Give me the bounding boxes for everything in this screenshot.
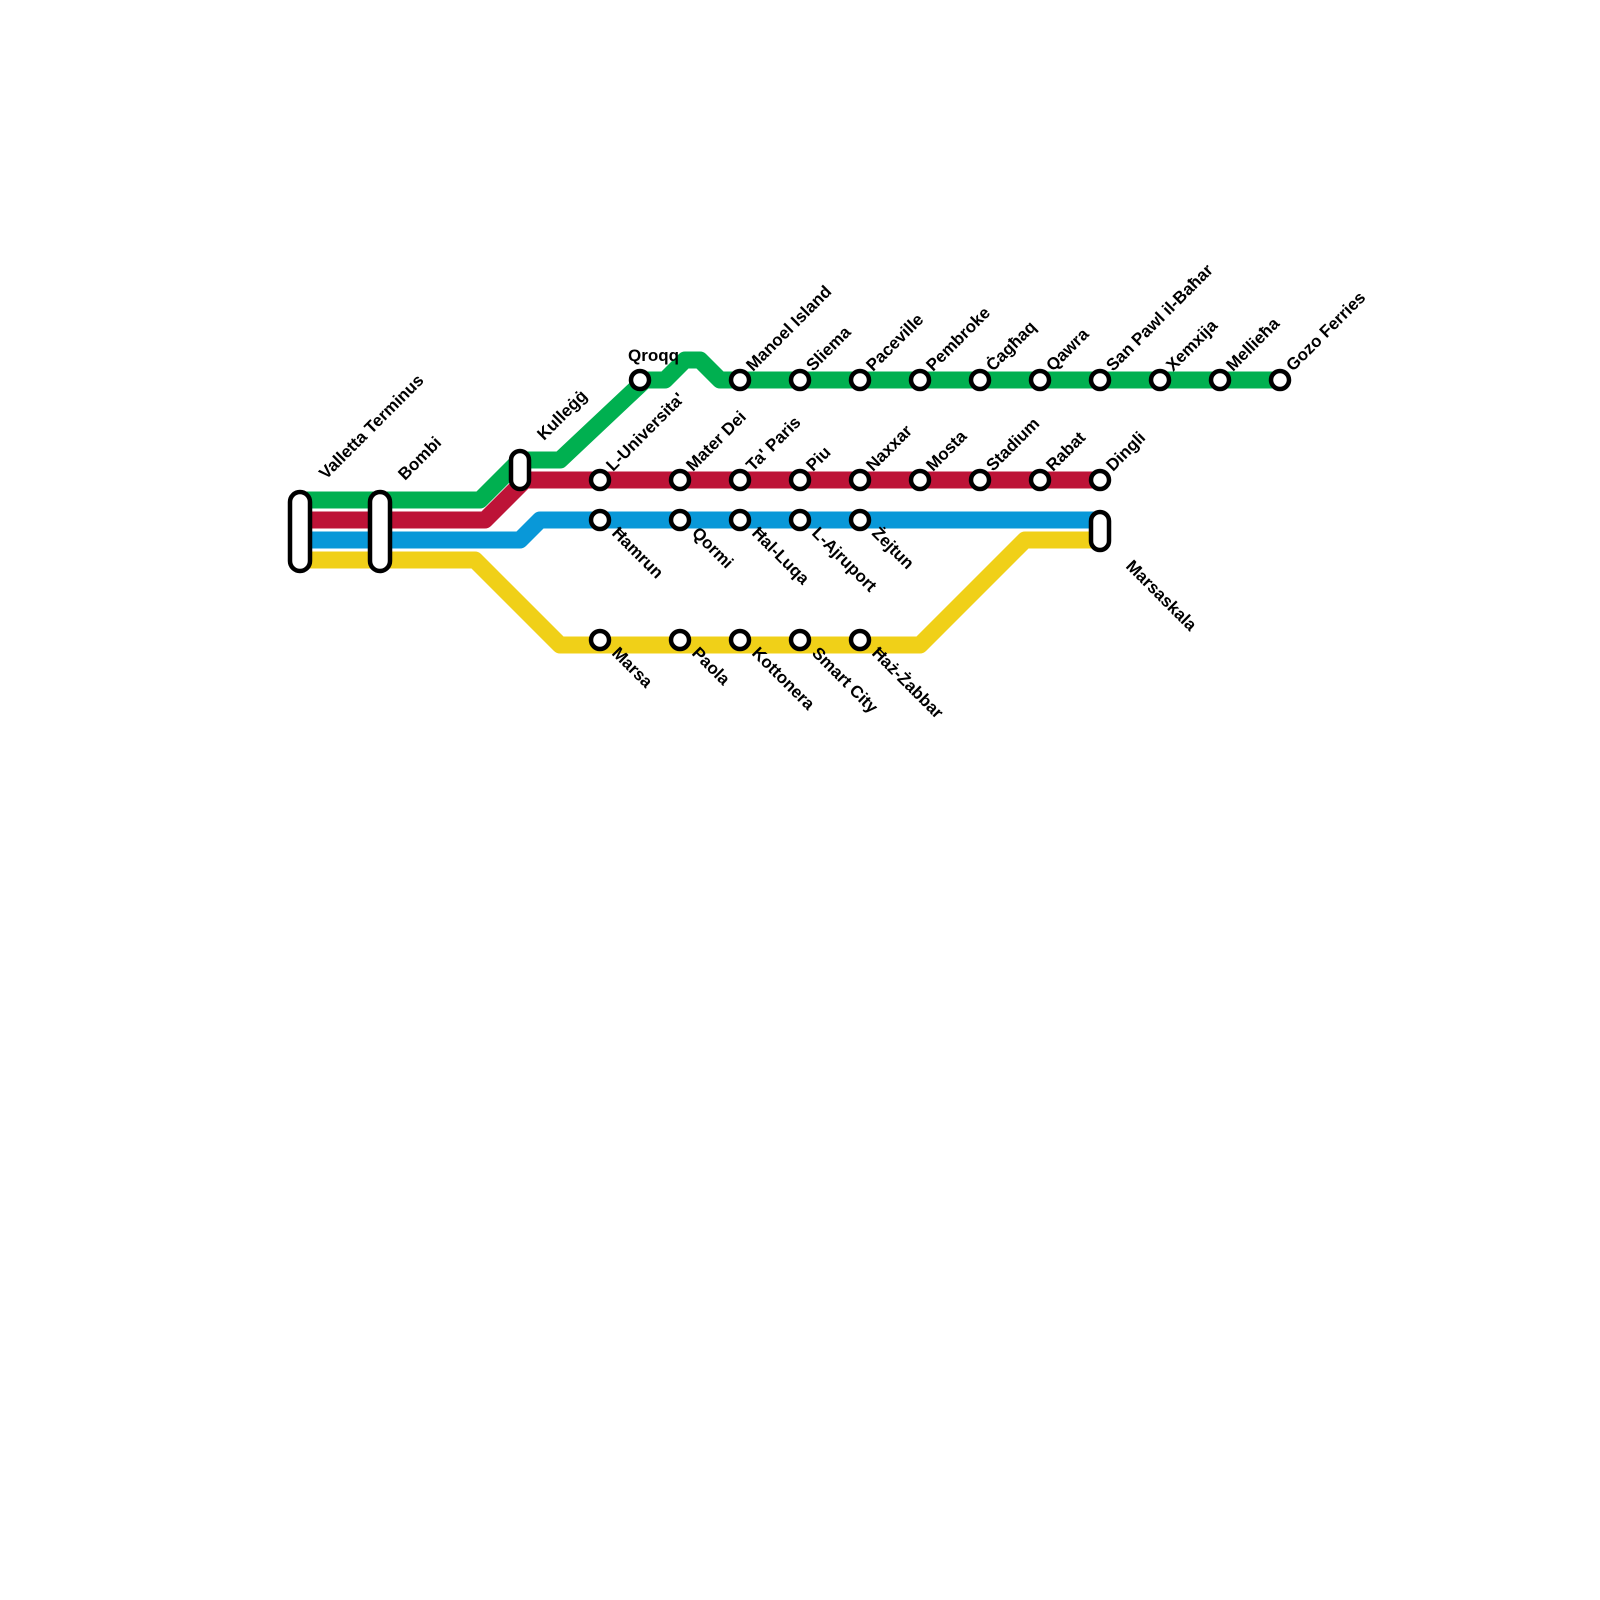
- station-dingli-label: Dingli: [1102, 428, 1149, 475]
- station-universita-stop[interactable]: [588, 468, 612, 492]
- station-haz-zabbar-label: Ħaż-Żabbar: [868, 643, 947, 722]
- station-ta-paris-label: Ta' Paris: [742, 413, 804, 475]
- station-mater-dei-label: Mater Dei: [682, 407, 750, 475]
- station-dingli-stop[interactable]: [1088, 468, 1112, 492]
- station-xemxija-stop[interactable]: [1148, 368, 1172, 392]
- station-mellieha-label: Mellieħa: [1222, 314, 1283, 375]
- station-pembroke-stop[interactable]: [908, 368, 932, 392]
- station-naxxar-label: Naxxar: [862, 421, 916, 475]
- station-pembroke-label: Pembroke: [922, 303, 994, 375]
- station-haz-zabbar-stop[interactable]: [848, 628, 872, 652]
- station-xemxija-label: Xemxija: [1162, 316, 1221, 375]
- station-paceville-label: Paceville: [862, 310, 927, 375]
- marsaskala-label: Marsaskala: [1122, 556, 1201, 635]
- station-kottonera-label: Kottonera: [748, 643, 819, 714]
- station-hal-luqa-stop[interactable]: [728, 508, 752, 532]
- station-qawra-stop[interactable]: [1028, 368, 1052, 392]
- station-hal-luqa-label: Ħal-Luqa: [748, 523, 813, 588]
- red-line-route: [300, 471, 1100, 529]
- station-gozo-ferries-label: Gozo Ferries: [1282, 288, 1369, 375]
- station-mosta-label: Mosta: [922, 426, 971, 475]
- station-ajruport-stop[interactable]: [788, 508, 812, 532]
- station-paceville-stop[interactable]: [848, 368, 872, 392]
- station-qawra-label: Qawra: [1042, 324, 1093, 375]
- blue-line-route: [300, 511, 1100, 549]
- station-zejtun-stop[interactable]: [848, 508, 872, 532]
- station-smart-city-stop[interactable]: [788, 628, 812, 652]
- marsaskala-interchange[interactable]: [1088, 509, 1112, 553]
- station-zejtun-label: Żejtun: [868, 523, 917, 572]
- yellow-line-route: [300, 531, 1100, 654]
- station-ta-paris-stop[interactable]: [728, 468, 752, 492]
- station-paola-stop[interactable]: [668, 628, 692, 652]
- valletta-terminus-interchange[interactable]: [287, 489, 313, 574]
- station-kottonera-stop[interactable]: [728, 628, 752, 652]
- station-qormi-label: Qormi: [688, 523, 737, 572]
- station-caghaq-stop[interactable]: [968, 368, 992, 392]
- kullegg-interchange[interactable]: [508, 448, 532, 492]
- station-stadium-stop[interactable]: [968, 468, 992, 492]
- station-hamrun-stop[interactable]: [588, 508, 612, 532]
- station-qormi-stop[interactable]: [668, 508, 692, 532]
- station-rabat-label: Rabat: [1042, 428, 1089, 475]
- station-qroqq-label: Qroqq: [628, 346, 679, 365]
- station-mellieha-stop[interactable]: [1208, 368, 1232, 392]
- station-mosta-stop[interactable]: [908, 468, 932, 492]
- station-sliema-stop[interactable]: [788, 368, 812, 392]
- station-gozo-ferries-stop[interactable]: [1268, 368, 1292, 392]
- station-caghaq-label: Ċagħaq: [982, 317, 1040, 375]
- station-naxxar-stop[interactable]: [848, 468, 872, 492]
- station-stadium-label: Stadium: [982, 414, 1043, 475]
- station-hamrun-label: Ħamrun: [608, 523, 667, 582]
- station-piu-stop[interactable]: [788, 468, 812, 492]
- station-san-pawl-stop[interactable]: [1088, 368, 1112, 392]
- station-rabat-stop[interactable]: [1028, 468, 1052, 492]
- station-manoel-island-stop[interactable]: [728, 368, 752, 392]
- station-sliema-label: Sliema: [802, 322, 855, 375]
- station-piu-label: Piu: [802, 443, 834, 475]
- station-qroqq-stop[interactable]: [628, 368, 652, 392]
- bombi-label: Bombi: [394, 433, 445, 484]
- station-mater-dei-stop[interactable]: [668, 468, 692, 492]
- bombi-interchange[interactable]: [367, 489, 393, 574]
- station-san-pawl-label: San Pawl il-Baħar: [1102, 260, 1217, 375]
- station-marsa-stop[interactable]: [588, 628, 612, 652]
- green-line-route: [300, 351, 1285, 509]
